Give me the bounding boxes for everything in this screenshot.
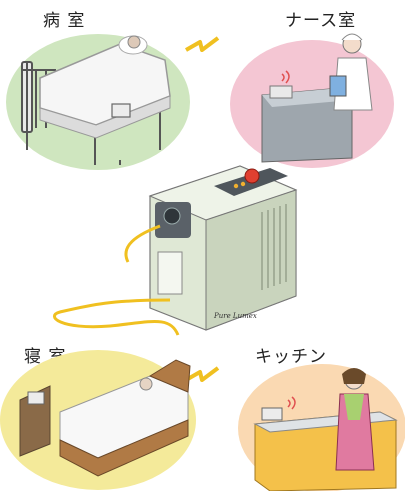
kitchen-scene <box>238 364 405 491</box>
sickroom-scene <box>6 34 190 170</box>
nurse-counter <box>261 87 353 163</box>
kitchen-person-shirt <box>344 394 364 420</box>
device-nozzle <box>163 207 181 225</box>
device-brand-text: Pure Lumex <box>213 312 257 320</box>
bed-mattress <box>39 95 171 139</box>
device-vents <box>261 204 287 290</box>
bedroom-scene <box>0 350 196 490</box>
nurse-station-scene <box>230 33 394 168</box>
bedroom-patient-head <box>139 377 153 391</box>
nurse-cap <box>341 33 363 41</box>
central-device: Pure Lumex <box>53 165 298 336</box>
device-indicator-light <box>240 181 246 187</box>
room-label-sickroom: 病 室 <box>43 11 86 31</box>
kitchen-signal-icon <box>287 396 296 410</box>
patient-head <box>127 35 141 49</box>
receiver-signal-icon <box>281 70 290 84</box>
room-label-kitchen: キッチン <box>255 347 327 367</box>
kitchen-receiver-unit <box>261 407 283 421</box>
device-window <box>157 251 183 295</box>
kitchen-person-hair <box>342 368 366 384</box>
device-indicator-light <box>233 183 239 189</box>
bedroom-headboard <box>148 359 191 393</box>
signal-lightning-bottom <box>185 366 220 382</box>
device-hose <box>53 298 180 336</box>
bedroom-bed-frame <box>59 419 189 477</box>
device-red-knob <box>244 168 260 184</box>
sickroom-caller-unit <box>111 103 131 118</box>
device-hose <box>124 224 161 263</box>
room-label-nurse-station: ナース室 <box>285 11 357 31</box>
bedroom-caller-unit <box>27 391 45 405</box>
signal-lightning-top <box>185 36 220 52</box>
nurse-clipboard <box>329 75 347 97</box>
nurse-receiver-unit <box>269 85 293 99</box>
